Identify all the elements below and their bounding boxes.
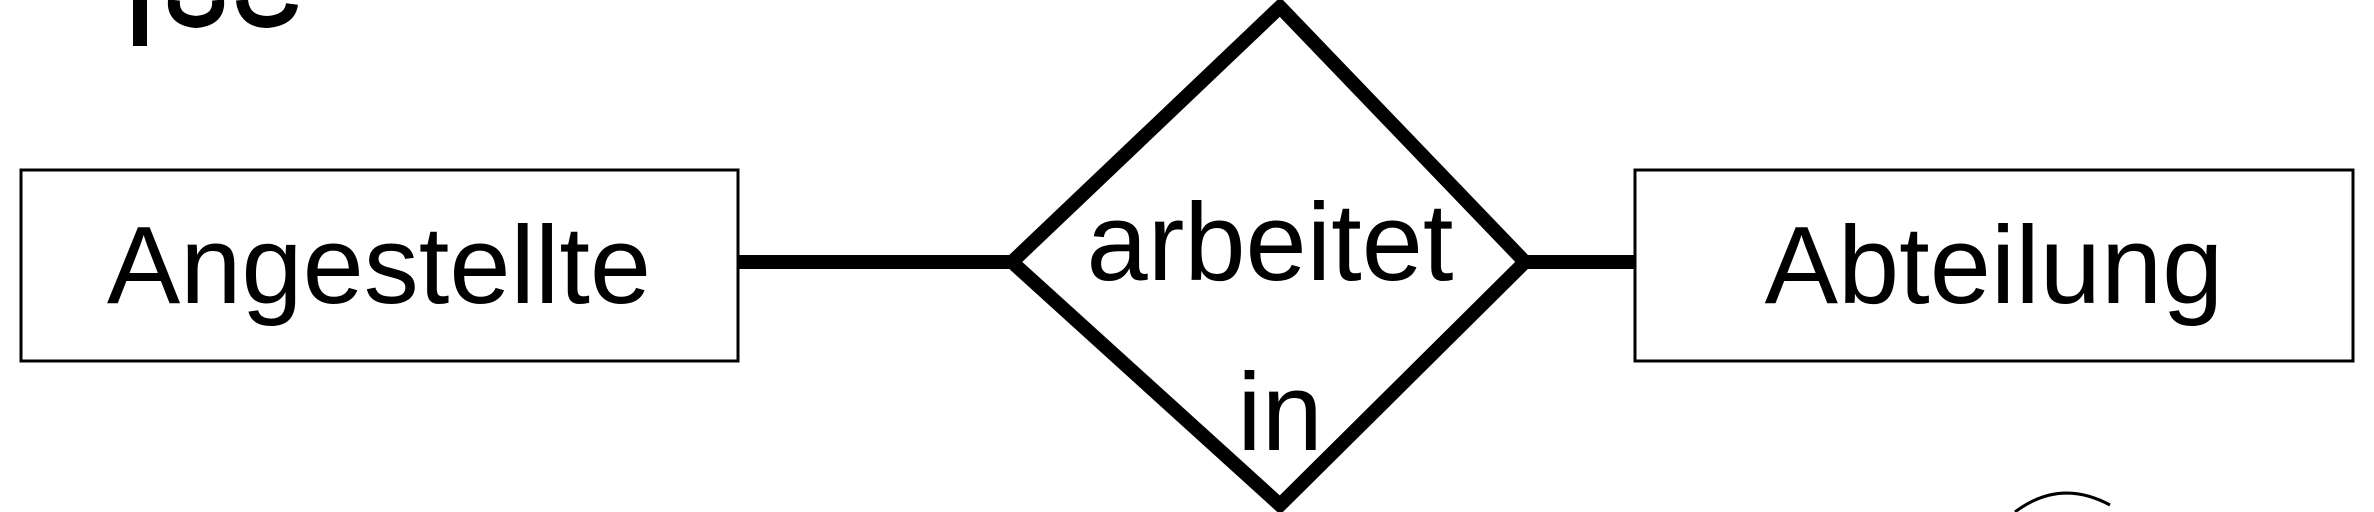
entity-abteilung[interactable]: Abteilung bbox=[1633, 168, 2355, 363]
entity-angestellte[interactable]: Angestellte bbox=[19, 168, 740, 363]
entity-abteilung-box bbox=[1633, 168, 2355, 363]
relationship-arbeitet-in[interactable]: arbeitet in bbox=[1001, 0, 1535, 512]
entity-angestellte-box bbox=[19, 168, 740, 363]
relationship-label-line1: arbeitet bbox=[1087, 181, 1454, 304]
cropped-text-fragment bbox=[133, 0, 298, 46]
entity-abteilung-label: Abteilung bbox=[1765, 204, 2224, 327]
entity-angestellte-label: Angestellte bbox=[107, 204, 651, 327]
relationship-diamond bbox=[1001, 0, 1535, 512]
cropped-shape-fragment bbox=[2014, 491, 2111, 512]
relationship-label-line2: in bbox=[1237, 351, 1323, 474]
